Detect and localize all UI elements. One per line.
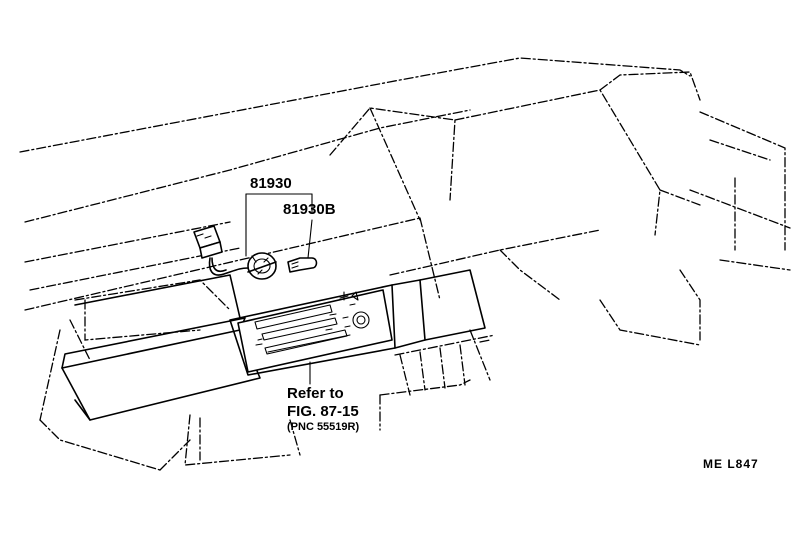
refer-to-label: Refer to [287,385,344,402]
figure-reference: FIG. 87-15 [287,403,359,420]
part-81930-socket [193,225,318,280]
phantom-body-outline [19,57,791,471]
leader-lines [245,193,313,385]
part-number-81930b: 81930B [283,201,336,218]
part-number-81930: 81930 [250,175,292,192]
diagram-code: ME L847 [703,457,759,471]
labels: 81930 81930B Refer to FIG. 87-15 (PNC 55… [250,175,759,471]
heater-control-panel [237,289,393,373]
pnc-reference: (PNC 55519R) [287,421,359,433]
